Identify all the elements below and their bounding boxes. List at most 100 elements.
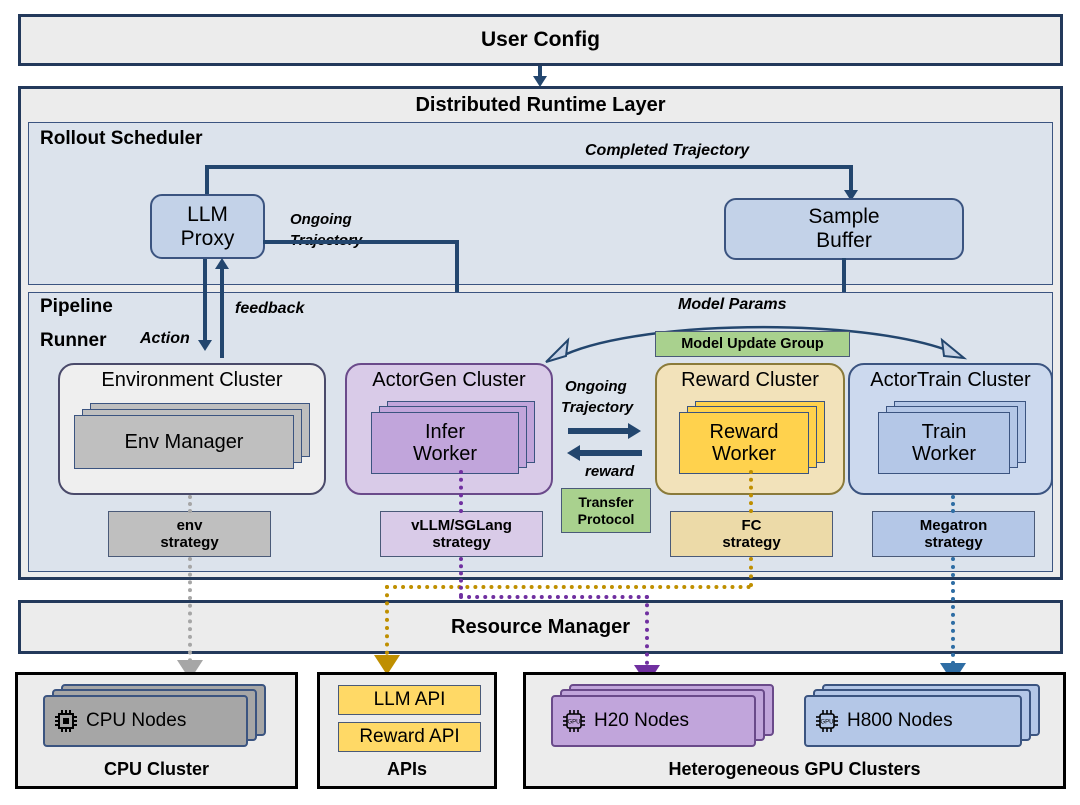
worker-stack-infer-worker: Infer Worker [371,401,541,479]
dotted-route-vllm-down [459,557,463,597]
dotted-reward-worker-strategy [749,470,753,513]
runtime-layer-title-text: Distributed Runtime Layer [415,94,666,116]
edge-ongoing-seg-h [263,240,459,244]
dotted-route-vllm-across [459,595,649,599]
dotted-route-fc-to-apis [385,585,389,663]
worker-reward-worker-label-2: Worker [711,443,777,465]
transfer-protocol-label-2: Protocol [577,510,635,527]
edge-completed-seg-h [205,165,853,169]
edge-userconfig-runtime-arrowhead [533,76,547,87]
cluster-reward-cluster[interactable]: Reward Cluster Reward Worker [655,363,845,495]
node-stack-h20-nodes: GPU H20 Nodes [551,684,801,754]
strategy-env-strategy: env strategy [108,511,271,557]
cluster-actorgen-cluster[interactable]: ActorGen Cluster Infer Worker [345,363,553,495]
edge-userconfig-runtime [538,66,542,78]
hardware-caption-apis: APIs [386,759,428,779]
svg-text:GPU: GPU [820,720,833,726]
edge-reward-arrowhead [567,445,580,461]
edge-feedback-arrowhead [215,258,229,269]
edge-reward-shaft [580,450,642,456]
sample-buffer-label-1: Sample [808,205,880,229]
sample-buffer-box[interactable]: Sample Buffer [724,198,964,260]
hardware-apis[interactable]: LLM API Reward API APIs [317,672,497,789]
user-config-box: User Config [18,14,1063,66]
strategy-fc-line1: FC [741,516,762,534]
cluster-actortrain-cluster[interactable]: ActorTrain Cluster Train Worker [848,363,1053,495]
edge-pipeline-ongoing-label-2: Trajectory [561,399,634,416]
edge-completed-seg-v1 [205,165,209,198]
edge-feedback-line [220,268,224,358]
cluster-actorgen-cluster-label: ActorGen Cluster [372,369,526,391]
cluster-actortrain-cluster-label: ActorTrain Cluster [870,369,1031,391]
strategy-vllm-line2: strategy [432,534,491,551]
dotted-route-env-to-cpu [188,557,192,678]
api-label-reward-api: Reward API [359,726,460,747]
runtime-layer-title: Distributed Runtime Layer [21,94,1060,117]
edge-action-label: Action [140,330,190,347]
worker-stack-reward-worker: Reward Worker [679,401,839,479]
cluster-environment-cluster-label: Environment Cluster [101,369,283,391]
worker-env-manager-label-1: Env Manager [124,430,244,453]
hardware-caption-gpu-clusters: Heterogeneous GPU Clusters [668,759,921,779]
hardware-gpu-clusters[interactable]: GPU H20 Nodes GPU [523,672,1066,789]
cluster-reward-cluster-label: Reward Cluster [681,369,819,391]
node-label-cpu-nodes: CPU Nodes [86,710,187,731]
dotted-route-fc-down [749,557,753,587]
resource-manager-box: Resource Manager [18,600,1063,654]
edge-buffer-train-v1 [842,258,846,312]
api-label-llm-api: LLM API [373,689,446,710]
dotted-route-fc-across [385,585,751,589]
worker-train-worker-label-1: Train [921,420,967,443]
strategy-megatron-line2: strategy [924,534,983,551]
dotted-route-fc-to-apis-arrowhead [374,655,400,675]
worker-infer-worker-label-2: Worker [412,443,478,465]
edge-completed-seg-v2 [849,165,853,194]
node-stack-cpu-nodes: CPU Nodes [43,684,278,754]
edge-pipeline-ongoing-shaft [568,428,630,434]
pipeline-runner-title-1: Pipeline [40,296,113,317]
dotted-env-worker-strategy [188,495,192,513]
worker-infer-worker-label-1: Infer [424,420,466,443]
hardware-cpu-cluster[interactable]: CPU Nodes CPU Cluster [15,672,298,789]
edge-reward-label: reward [585,463,635,480]
model-update-group-label: Model Update Group [681,336,824,352]
edge-action-arrowhead [198,340,212,351]
node-label-h800-nodes: H800 Nodes [847,710,953,731]
dotted-train-worker-strategy [951,495,955,513]
cpu-chip-icon [55,710,77,732]
worker-stack-env-manager: Env Manager [74,403,314,475]
edge-feedback-label: feedback [235,300,305,317]
cluster-environment-cluster[interactable]: Environment Cluster Env Manager [58,363,326,495]
llm-proxy-box[interactable]: LLM Proxy [150,194,265,259]
transfer-protocol-label-1: Transfer [578,494,634,511]
strategy-fc-line2: strategy [722,534,781,551]
gpu-chip-icon: GPU [563,710,585,732]
pipeline-runner-title-2: Runner [40,330,107,351]
dotted-route-megatron-to-h800 [951,557,955,673]
dotted-route-vllm-to-h20 [645,595,649,673]
strategy-megatron-line1: Megatron [919,516,988,534]
llm-proxy-label-2: Proxy [180,226,235,250]
node-label-h20-nodes: H20 Nodes [594,710,690,731]
api-box-reward-api[interactable]: Reward API [338,722,481,752]
strategy-fc-strategy: FC strategy [670,511,833,557]
edge-pipeline-ongoing-arrowhead [628,423,641,439]
strategy-vllm-line1: vLLM/SGLang [411,516,512,534]
edge-pipeline-ongoing-label-1: Ongoing [565,378,627,395]
worker-stack-train-worker: Train Worker [878,401,1038,479]
llm-proxy-label-1: LLM [187,202,228,226]
edge-model-params-label: Model Params [678,296,787,313]
edge-action-line [203,259,207,345]
api-box-llm-api[interactable]: LLM API [338,685,481,715]
strategy-env-strategy-line1: env [176,516,203,534]
edge-model-params-curve [545,325,968,363]
strategy-env-strategy-line2: strategy [160,534,219,551]
svg-text:GPU: GPU [567,720,580,726]
worker-reward-worker-label-1: Reward [709,420,779,443]
strategy-vllm-sglang-strategy: vLLM/SGLang strategy [380,511,543,557]
edge-completed-trajectory-label: Completed Trajectory [585,142,750,159]
resource-manager-label: Resource Manager [451,615,630,638]
model-update-group-box: Model Update Group [655,331,850,357]
sample-buffer-label-2: Buffer [816,229,872,252]
